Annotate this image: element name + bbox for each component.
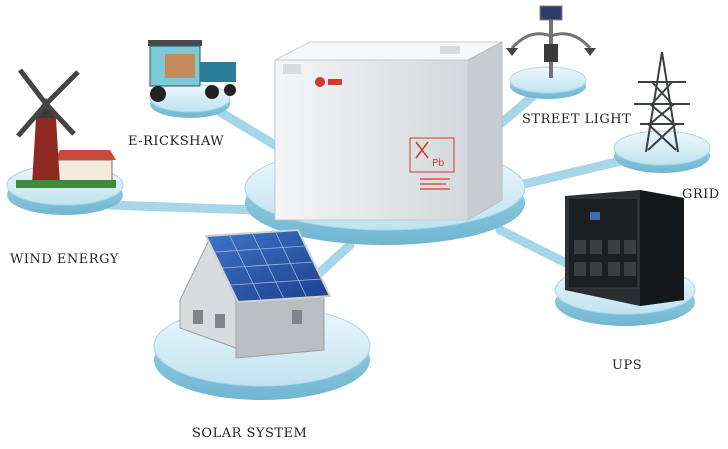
transmission-tower-icon <box>634 51 690 153</box>
node-wind-energy <box>6 68 124 215</box>
battery-pb-mark: Pb <box>432 158 444 169</box>
label-e-rickshaw: E-RICKSHAW <box>128 134 225 149</box>
windmill-icon <box>16 68 116 188</box>
e-rickshaw-icon <box>148 40 236 102</box>
connector-grid <box>515 155 630 190</box>
lead-acid-battery: Pb <box>274 41 503 221</box>
solar-house-icon <box>179 228 332 359</box>
label-ups: UPS <box>612 358 643 373</box>
node-grid <box>613 51 711 173</box>
street-light-icon <box>506 5 596 78</box>
label-solar-system: SOLAR SYSTEM <box>192 426 308 441</box>
node-street-light <box>506 5 596 99</box>
label-wind-energy: WIND ENERGY <box>10 252 119 267</box>
connector-wind <box>105 200 260 215</box>
label-street-light: STREET LIGHT <box>522 112 632 127</box>
node-e-rickshaw <box>148 40 236 118</box>
recycle-cross-icon <box>415 141 429 159</box>
label-grid: GRID <box>682 187 720 202</box>
brand-logo-icon <box>315 77 325 87</box>
node-ups <box>554 190 696 326</box>
node-solar-system <box>153 228 371 400</box>
ups-cabinet-icon <box>565 190 684 306</box>
